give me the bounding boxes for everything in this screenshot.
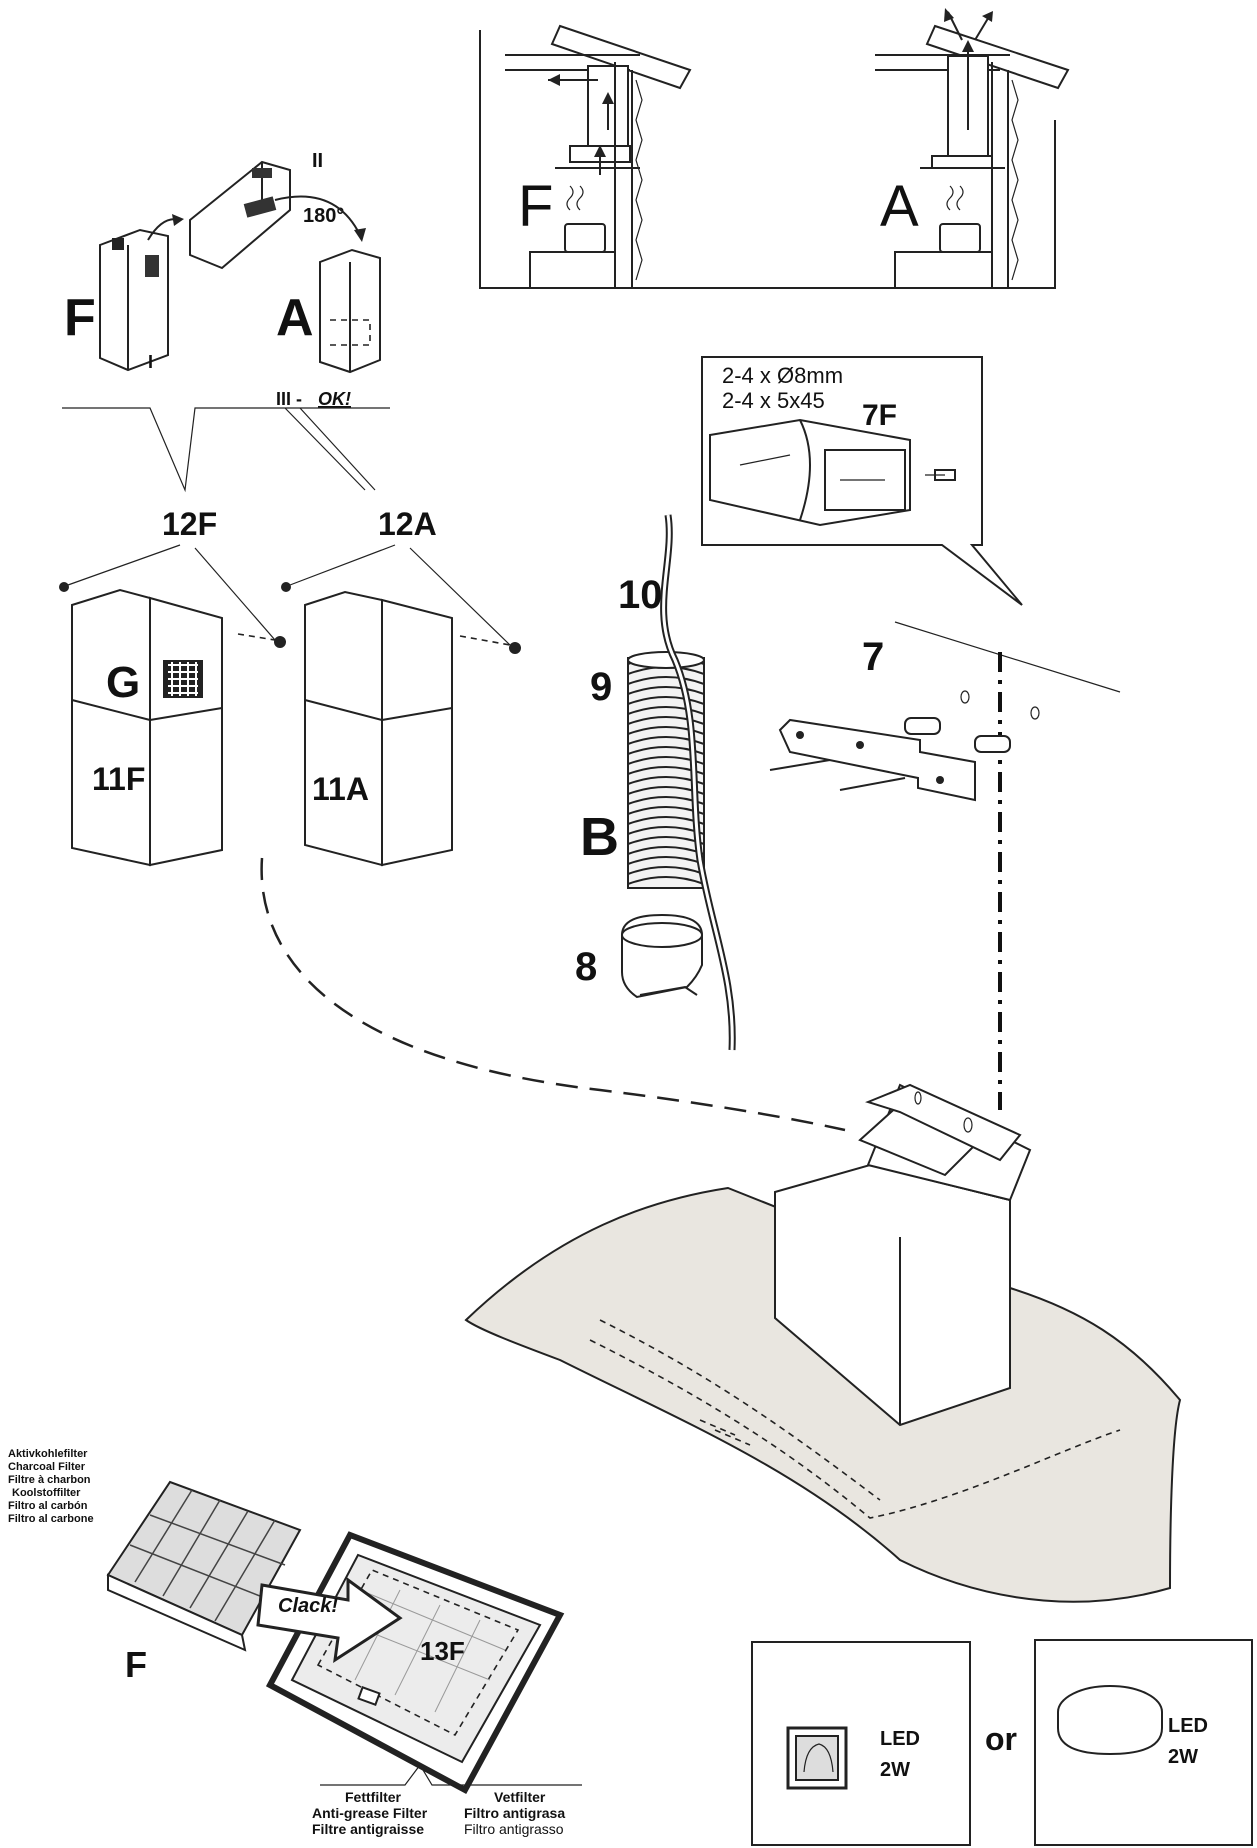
bracket-lines <box>62 407 390 493</box>
part-7f-label: 7F <box>862 399 897 432</box>
glass-canopy <box>464 1186 1182 1603</box>
chimney-12a: 11A <box>281 544 521 867</box>
part-b-label: B <box>580 807 619 867</box>
part-7-label: 7 <box>862 635 884 679</box>
part-9-label: 9 <box>590 665 612 709</box>
svg-text:II: II <box>312 150 323 172</box>
roof-right <box>925 24 1070 90</box>
assembly-guide-line <box>260 857 846 1132</box>
grease-left-1: Fettfilter <box>345 1789 402 1805</box>
ok-label: OK! <box>318 389 351 409</box>
charcoal-lang-6: Filtro al carbone <box>8 1513 94 1525</box>
part-11a-label: 11A <box>312 771 369 807</box>
scene-frame <box>479 30 1056 289</box>
flexible-hose <box>627 651 705 889</box>
part-12f-label: 12F <box>162 506 217 542</box>
chimney-rotated <box>189 160 291 270</box>
flip-diagram: F I II 180° A III - OK! <box>64 150 381 409</box>
charcoal-lang-2: Charcoal Filter <box>8 1461 86 1473</box>
grease-filter-labels: Fettfilter Anti-grease Filter Filtre ant… <box>312 1763 582 1837</box>
part-11f-label: 11F <box>92 761 145 797</box>
charcoal-filter-f-label: F <box>125 1644 147 1685</box>
led-option-round: LED 2W <box>1034 1639 1253 1846</box>
bracket-7: 7 <box>769 621 1121 1110</box>
roof-left <box>550 24 692 90</box>
part-10-label: 10 <box>618 573 663 617</box>
grease-filter-13f: Clack! 13F <box>256 1531 565 1795</box>
part-12a-label: 12A <box>378 506 437 542</box>
led-option-square: LED 2W <box>751 1641 971 1846</box>
svg-text:I: I <box>148 352 153 372</box>
led-square-label: LED <box>880 1728 920 1750</box>
detail-7f: 2-4 x Ø8mm 2-4 x 5x45 7F <box>701 356 1023 606</box>
motor-8 <box>621 913 703 999</box>
screws-line-2: 2-4 x 5x45 <box>722 388 825 413</box>
or-label: or <box>985 1721 1017 1757</box>
part-g-label: G <box>106 658 140 707</box>
led-square-power: 2W <box>880 1759 910 1781</box>
detail-box <box>701 356 1023 606</box>
wall-bracket <box>778 718 976 802</box>
screws-line-1: 2-4 x Ø8mm <box>722 363 843 388</box>
led-round-label: LED <box>1168 1715 1208 1737</box>
grease-left-3: Filtre antigraisse <box>312 1821 424 1837</box>
upper-panel-left <box>71 588 151 867</box>
filter-outline-dashed <box>589 1339 1121 1519</box>
hood <box>464 1083 1182 1603</box>
mode-scene: F A <box>479 8 1070 289</box>
hose-assembly: 10 9 B 8 <box>575 514 736 1051</box>
svg-text:III -: III - <box>276 389 302 409</box>
grease-right-1: Vetfilter <box>494 1789 546 1805</box>
charcoal-lang-3: Filtre à charbon <box>8 1474 91 1486</box>
mode-f-label: F <box>518 174 553 239</box>
grease-right-3: Filtro antigrasso <box>464 1821 564 1837</box>
chimney-f-small <box>99 228 169 372</box>
grease-right-2: Filtro antigrasa <box>464 1805 565 1821</box>
part-8-label: 8 <box>575 945 597 989</box>
led-round-power: 2W <box>1168 1746 1198 1768</box>
chimney-12f: 12F 12A G 11F <box>59 506 437 867</box>
charcoal-filter: F <box>106 1480 302 1685</box>
charcoal-filter-labels: Aktivkohlefilter Charcoal Filter Filtre … <box>8 1448 94 1525</box>
charcoal-lang-1: Aktivkohlefilter <box>8 1448 88 1460</box>
charcoal-lang-4: Koolstoffilter <box>12 1487 81 1499</box>
flip-a-label: A <box>276 289 314 347</box>
grille-g <box>163 660 203 698</box>
part-13f-label: 13F <box>420 1636 465 1666</box>
flip-f-label: F <box>64 289 96 347</box>
clack-arrow <box>256 1577 403 1664</box>
clack-label: Clack! <box>278 1595 338 1617</box>
charcoal-lang-5: Filtro al carbón <box>8 1500 88 1512</box>
mode-a-label: A <box>880 174 919 239</box>
grease-left-2: Anti-grease Filter <box>312 1805 428 1821</box>
angle-label: 180° <box>303 205 344 227</box>
